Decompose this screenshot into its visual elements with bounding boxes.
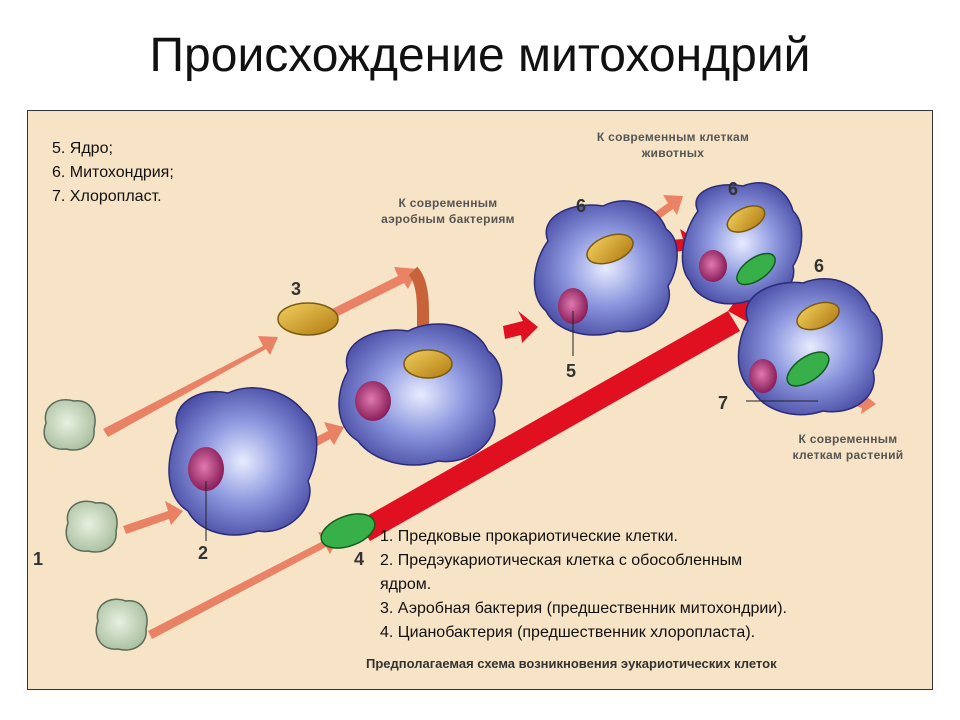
label-5: 5 xyxy=(566,361,577,381)
plant-cell xyxy=(737,278,883,416)
cell-with-mitochondrion xyxy=(533,200,678,336)
label-7: 7 xyxy=(718,393,729,413)
aerobic-bacterium xyxy=(277,302,339,336)
caption-aerobic-bacteria: К современным аэробным бактериям xyxy=(381,196,515,226)
label-2: 2 xyxy=(198,543,209,563)
legend-item-mitochondrion: 6. Митохондрия; xyxy=(52,164,174,181)
legend-top: 5. Ядро; 6. Митохондрия; 7. Хлоропласт. xyxy=(52,137,174,209)
legend-item-nucleus: 5. Ядро; xyxy=(52,140,113,157)
legend-item-chloroplast: 7. Хлоропласт. xyxy=(52,188,162,205)
prokaryote-cell-top xyxy=(43,399,96,451)
label-6-c: 6 xyxy=(814,256,825,276)
cell-engulfing-bacterium xyxy=(338,323,503,466)
page-title: Происхождение митохондрий xyxy=(149,29,811,82)
label-3: 3 xyxy=(291,279,302,299)
label-6-a: 6 xyxy=(576,196,587,216)
diagram-footer-caption: Предполагаемая схема возникновения эукар… xyxy=(366,656,777,671)
bend-arrow xyxy=(408,266,429,346)
label-1: 1 xyxy=(33,549,44,569)
caption-plant-cells: К современным клеткам растений xyxy=(792,432,904,462)
label-6-b: 6 xyxy=(728,179,739,199)
prokaryote-cell-bottom xyxy=(95,598,148,651)
legend-bottom: 1. Предковые прокариотические клетки. 2.… xyxy=(380,525,787,645)
label-4: 4 xyxy=(354,549,365,569)
legend-bottom-item-3: 3. Аэробная бактерия (предшественник мит… xyxy=(380,600,787,617)
prokaryote-cell-middle xyxy=(65,500,118,553)
pre-eukaryotic-cell xyxy=(168,387,318,536)
legend-bottom-item-4: 4. Цианобактерия (предшественник хлоропл… xyxy=(380,624,756,641)
legend-bottom-item-2: 2. Предэукариотическая клетка с обособле… xyxy=(380,552,743,569)
leader-lines xyxy=(205,311,818,541)
diagram-panel: 5. Ядро; 6. Митохондрия; 7. Хлоропласт. … xyxy=(27,110,933,690)
orange-arrows xyxy=(103,195,876,639)
diagram-graphic xyxy=(43,182,883,651)
caption-animal-cells: К современным клеткам животных xyxy=(596,130,750,160)
cyanobacterium xyxy=(320,513,376,549)
cell-acquiring-chloroplast xyxy=(681,182,803,305)
legend-bottom-item-2-cont: ядром. xyxy=(380,576,432,593)
legend-bottom-item-1: 1. Предковые прокариотические клетки. xyxy=(380,528,678,545)
